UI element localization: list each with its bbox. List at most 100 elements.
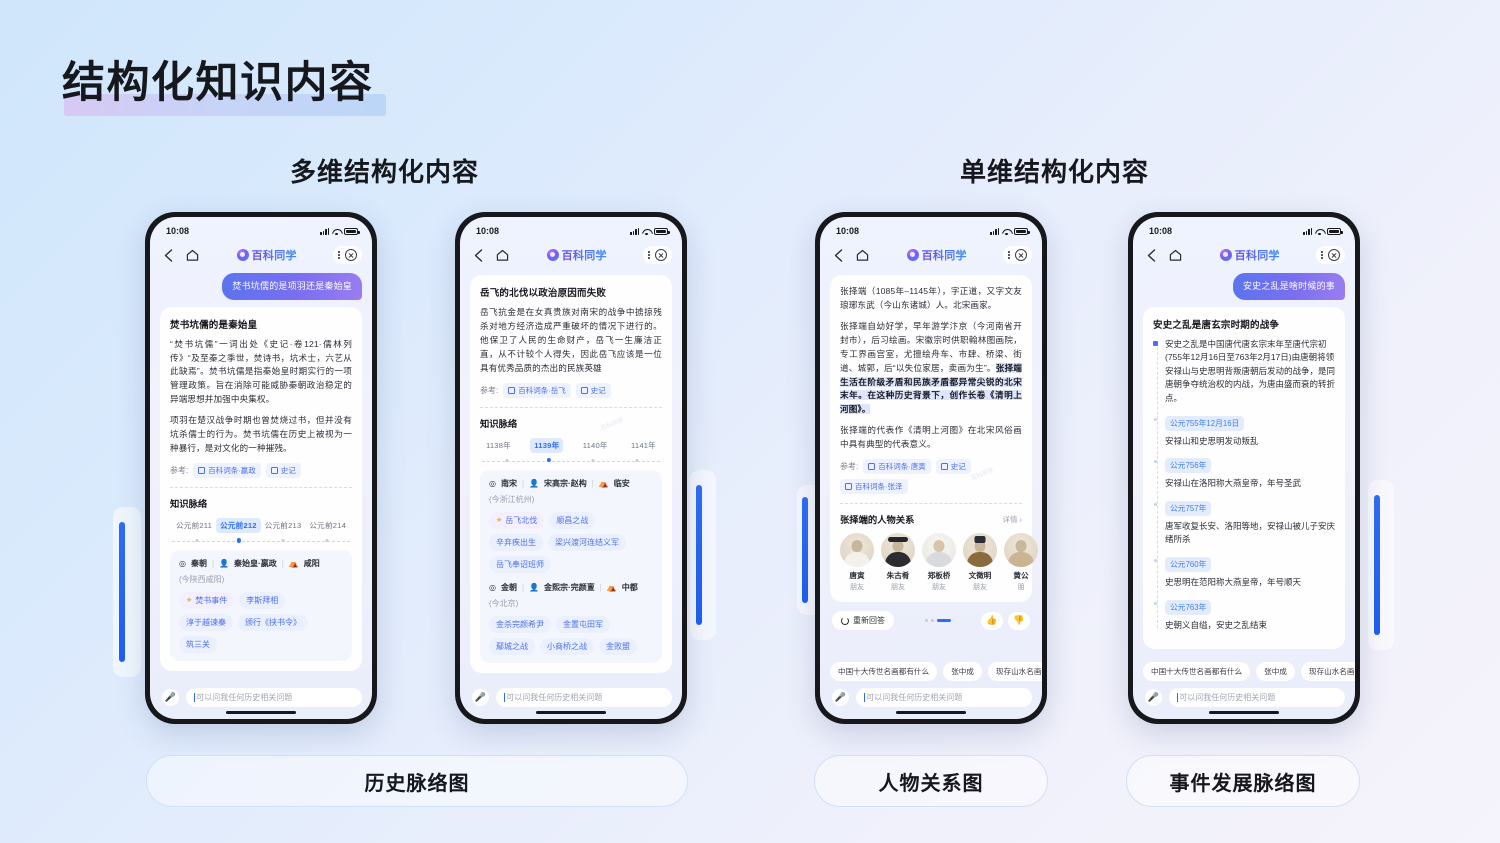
more-menu-icon[interactable] — [648, 251, 650, 259]
thumbs-down-icon[interactable]: 👎 — [1008, 611, 1030, 630]
chat-body-anshi[interactable]: 百科同学 安史之乱是啥时候的事 安史之乱是唐玄宗时期的战争 安史之乱是中国唐代唐… — [1133, 269, 1355, 657]
capital-icon: ⛺ — [606, 582, 617, 592]
home-icon[interactable] — [184, 247, 200, 263]
close-icon[interactable] — [1015, 249, 1027, 261]
person-avatar-item[interactable]: 黄公 朋 — [1004, 533, 1038, 592]
reference-chip[interactable]: 百科词条·唐寅 — [863, 459, 931, 475]
event-tag[interactable]: 金杀完颜希尹 — [489, 615, 551, 633]
back-icon[interactable] — [830, 247, 846, 263]
event-tag[interactable]: 金败盟 — [599, 637, 637, 655]
battery-icon — [344, 227, 360, 235]
signal-icon — [1303, 227, 1312, 235]
close-icon[interactable] — [655, 249, 667, 261]
event-tag[interactable]: 梁兴渡河连结义军 — [548, 533, 626, 551]
chat-body-qin[interactable]: 百科同学 焚书坑儒的是项羽还是秦始皇 焚书坑儒的是秦始皇 “焚书坑儒”一词出处《… — [150, 269, 372, 681]
meta-separator: | — [521, 582, 525, 592]
person-avatar-item[interactable]: 朱古肴 朋友 — [881, 533, 915, 592]
more-menu-icon[interactable] — [1321, 251, 1323, 259]
suggestion-chip[interactable]: 现存山水名画排行 — [987, 662, 1042, 682]
input-placeholder: 可以问我任何历史相关问题 — [506, 693, 603, 703]
suggestion-chip[interactable]: 中国十大传世名画都有什么 — [1143, 662, 1251, 682]
dynasty-meta-row: ◎ 秦朝 | 👤 秦始皇·嬴政 | ⛺ 咸阳 (今陕西咸阳) — [179, 558, 343, 585]
event-tag[interactable]: 金置屯田军 — [556, 615, 610, 633]
suggestion-chip[interactable]: 张中成 — [943, 662, 982, 682]
search-input[interactable]: 可以问我任何历史相关问题 — [1169, 688, 1345, 708]
search-input[interactable]: 可以问我任何历史相关问题 — [496, 688, 672, 708]
timeline-tab[interactable]: 1141年 — [631, 440, 656, 450]
event-tag[interactable]: 小商桥之战 — [540, 637, 594, 655]
event-tag[interactable]: 顺昌之战 — [549, 511, 596, 529]
microphone-icon[interactable]: 🎤 — [162, 689, 179, 707]
more-menu-icon[interactable] — [1008, 251, 1010, 259]
person-avatar-item[interactable]: 唐寅 朋友 — [840, 533, 874, 592]
timeline-tabs[interactable]: 公元前211 公元前212 公元前213 公元前214 — [170, 517, 352, 533]
timeline-tab[interactable]: 公元前213 — [264, 520, 302, 530]
signal-icon — [630, 227, 639, 235]
event-tag[interactable]: 辛弃疾出生 — [489, 533, 543, 551]
home-icon[interactable] — [494, 247, 510, 263]
dynasty-icon: ◎ — [489, 478, 496, 488]
microphone-icon[interactable]: 🎤 — [832, 689, 849, 707]
dynasty-name: 秦朝 — [190, 558, 207, 568]
suggestion-chip[interactable]: 现存山水名画排行 — [1300, 662, 1355, 682]
event-tag[interactable]: 岳飞奉诏班师 — [489, 555, 551, 573]
close-icon[interactable] — [1328, 249, 1340, 261]
timeline-tab-active[interactable]: 公元前212 — [216, 517, 261, 533]
timeline-detail-box: ◎ 南宋 | 👤 宋高宗·赵构 | ⛺ 临安 (今浙江杭州) ★岳飞北伐 顺昌之… — [480, 469, 662, 663]
close-icon[interactable] — [345, 249, 357, 261]
reference-chip[interactable]: 史记 — [265, 462, 301, 478]
regenerate-button[interactable]: 重新回答 — [832, 611, 894, 631]
back-icon[interactable] — [1143, 247, 1159, 263]
timeline-tab[interactable]: 1138年 — [486, 440, 511, 450]
reference-row: 参考: 百科词条·嬴政 史记 — [170, 462, 352, 478]
reference-chip[interactable]: 百科词条·岳飞 — [503, 382, 571, 398]
timeline-tab[interactable]: 公元前214 — [309, 520, 347, 530]
suggestion-chips: 中国十大传世名画都有什么 张中成 现存山水名画排行 — [1133, 657, 1355, 682]
home-indicator — [460, 711, 682, 719]
microphone-icon[interactable]: 🎤 — [1145, 689, 1162, 707]
event-tag[interactable]: 筑三关 — [179, 635, 217, 653]
reference-chip[interactable]: 百科词条·嬴政 — [193, 462, 261, 478]
event-tag[interactable]: 淳于越谏秦 — [179, 613, 233, 631]
timeline-date: 公元756年 — [1165, 458, 1212, 474]
search-input[interactable]: 可以问我任何历史相关问题 — [186, 688, 362, 708]
microphone-icon[interactable]: 🎤 — [472, 689, 489, 707]
person-avatar-item[interactable]: 文徵明 朋友 — [963, 533, 997, 592]
brand-logo: 百科同学 — [208, 247, 325, 263]
reference-chip[interactable]: 史记 — [575, 382, 611, 398]
battery-icon — [1327, 227, 1343, 235]
capital-name: 咸阳 — [303, 558, 320, 568]
chat-body-yuefei[interactable]: 百科同学 岳飞的北伐以政治原因而失败 岳飞抗金是在女真贵族对南宋的战争中掳掠残杀… — [460, 269, 682, 681]
timeline-tab[interactable]: 公元前211 — [176, 520, 213, 530]
event-tag[interactable]: 颁行《挟书令》 — [238, 613, 308, 631]
input-bar: 🎤 可以问我任何历史相关问题 — [1133, 681, 1355, 711]
back-icon[interactable] — [160, 247, 176, 263]
bottom-pill-relation-map[interactable]: 人物关系图 — [814, 755, 1048, 807]
suggestion-chip[interactable]: 张中成 — [1256, 662, 1295, 682]
person-avatar-item[interactable]: 郑板桥 朋友 — [922, 533, 956, 592]
reference-chip[interactable]: 史记 — [935, 459, 971, 475]
back-icon[interactable] — [470, 247, 486, 263]
chat-body-zhangzeduan[interactable]: 百科同学 张择端（1085年–1145年），字正道，又字文友琅琊东武（今山东诸城… — [820, 269, 1042, 657]
meta-separator: | — [281, 558, 284, 568]
carousel-pager[interactable] — [924, 618, 951, 623]
home-icon[interactable] — [854, 247, 870, 263]
event-tag[interactable]: 李斯拜相 — [239, 591, 286, 609]
home-icon[interactable] — [1167, 247, 1183, 263]
reference-chip[interactable]: 百科词条·张泽 — [840, 479, 908, 495]
event-tag[interactable]: 鄢城之战 — [489, 637, 535, 655]
more-menu-icon[interactable] — [338, 251, 340, 259]
reference-chip-label: 百科词条·唐寅 — [878, 462, 926, 472]
timeline-tab-active[interactable]: 1139年 — [530, 437, 564, 453]
search-input[interactable]: 可以问我任何历史相关问题 — [856, 688, 1032, 708]
event-tag[interactable]: ★岳飞北伐 — [489, 511, 545, 529]
timeline-tabs[interactable]: 1138年 1139年 1140年 1141年 — [480, 437, 662, 453]
thumbs-up-icon[interactable]: 👍 — [981, 611, 1003, 630]
bottom-pill-history-map[interactable]: 历史脉络图 — [146, 755, 688, 807]
event-tag[interactable]: ★焚书事件 — [179, 591, 235, 609]
bottom-pill-event-map[interactable]: 事件发展脉络图 — [1126, 755, 1360, 807]
book-icon — [868, 463, 876, 471]
suggestion-chip[interactable]: 中国十大传世名画都有什么 — [830, 662, 938, 682]
relations-detail-link[interactable]: 详情 › — [1002, 514, 1022, 524]
timeline-tab[interactable]: 1140年 — [582, 440, 608, 450]
